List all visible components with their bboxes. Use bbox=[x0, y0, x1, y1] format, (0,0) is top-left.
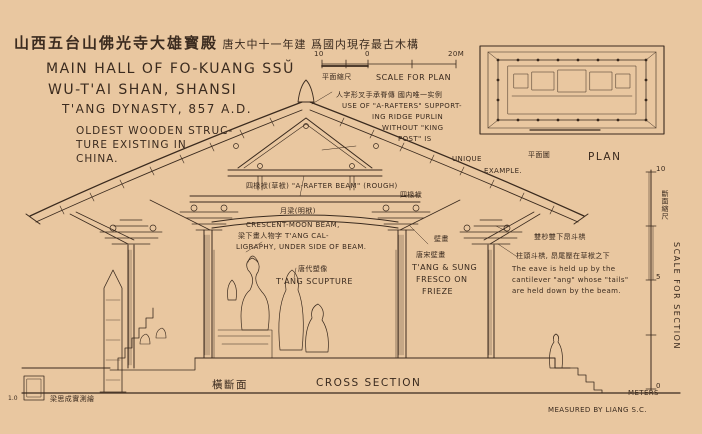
sculptures bbox=[227, 255, 329, 353]
rafters-note-en-6: EXAMPLE. bbox=[484, 167, 523, 175]
platform-floor bbox=[194, 357, 571, 369]
roof-tile-lines bbox=[59, 117, 555, 215]
bracket-sets bbox=[69, 199, 541, 245]
altar bbox=[217, 329, 273, 359]
rafters-note-en-4: POST" IS bbox=[398, 135, 432, 143]
meters-label: METERS bbox=[628, 389, 659, 397]
author-chinese: 梁思成實測繪 bbox=[50, 395, 95, 403]
title-oldest-note: OLDEST WOODEN STRUC- TURE EXISTING IN CH… bbox=[76, 125, 234, 165]
plan-label-en: PLAN bbox=[588, 151, 622, 163]
seal-frame bbox=[23, 375, 45, 401]
section-scale-tick-bot: 0 bbox=[656, 382, 661, 390]
screen-lines bbox=[213, 249, 397, 359]
roof-right-slope bbox=[309, 101, 585, 217]
sheet-number: 1.0 bbox=[8, 395, 18, 402]
stele bbox=[99, 269, 127, 393]
title-chinese: 山西五台山佛光寺大雄寳殿 唐大中十一年建 爲國内現存最古木構 bbox=[14, 36, 419, 51]
eave-note-en-1: The eave is held up by the bbox=[512, 265, 616, 273]
section-scale-label-en: SCALE FOR SECTION bbox=[672, 242, 681, 350]
leader-lines bbox=[245, 91, 517, 279]
human-figure bbox=[549, 333, 563, 369]
section-scale-ticks bbox=[645, 171, 657, 390]
crescent-beam bbox=[211, 214, 399, 229]
fresco-label-cn: 唐宋壁畫 bbox=[416, 251, 446, 259]
frieze-label-cn: 壁畫 bbox=[434, 235, 449, 243]
plan-scale-tick-right: 20M bbox=[448, 50, 465, 58]
title-dynasty: T'ANG DYNASTY, 857 A.D. bbox=[62, 102, 253, 116]
plan-scale-bar bbox=[321, 59, 457, 69]
section-scale-tick-top: 10 bbox=[656, 165, 666, 173]
seal-inner bbox=[26, 378, 42, 398]
rafters-note-en-5: UNIQUE bbox=[452, 155, 482, 163]
title-chinese-sub: 唐大中十一年建 爲國内現存最古木構 bbox=[222, 38, 420, 51]
bearing-blocks bbox=[109, 123, 511, 232]
crescent-beam-label-en-2: 梁下畫人物字 T'ANG CAL- bbox=[238, 232, 329, 240]
a-rafter-beam-label: 四椽栿(草栿) "A-RAFTER BEAM" (ROUGH) bbox=[246, 182, 398, 190]
eave-note-en-3: are held down by the beam. bbox=[512, 287, 622, 295]
title-location: WU-T'AI SHAN, SHANSI bbox=[48, 82, 238, 98]
roof-left-slope-inner bbox=[35, 109, 303, 223]
eave-tips bbox=[25, 213, 589, 225]
crescent-beam-label-en-3: LIGRAPHY, UNDER SIDE OF BEAM. bbox=[236, 243, 367, 251]
column-hatching bbox=[128, 234, 492, 366]
cross-section-label-cn: 橫斷面 bbox=[212, 379, 248, 391]
crescent-beam-label-cn: 月梁(明栿) bbox=[280, 207, 316, 215]
stele-bands bbox=[105, 299, 121, 381]
fresco-label-en-1: T'ANG & SUNG bbox=[412, 263, 478, 272]
ridge-ornament bbox=[297, 79, 315, 103]
rafters-note-en-2: ING RIDGE PURLIN bbox=[372, 113, 444, 121]
plan-label-cn: 平面圖 bbox=[528, 151, 551, 159]
section-scale-tick-mid: 5 bbox=[656, 273, 661, 281]
struts bbox=[257, 175, 355, 191]
fresco-label-en-3: FRIEZE bbox=[422, 287, 454, 296]
title-english: MAIN HALL OF FO-KUANG SSŬ bbox=[46, 61, 295, 77]
small-figures bbox=[139, 327, 167, 345]
a-rafters-inner bbox=[243, 123, 367, 169]
sculpture-label-en: T'ANG SCUPTURE bbox=[276, 277, 353, 286]
roof-right-slope-inner bbox=[309, 109, 579, 223]
plan-scale-label-cn: 平面縮尺 bbox=[322, 73, 352, 81]
bracket-label-cn: 雙杪雙下昂斗栱 bbox=[534, 233, 586, 241]
cross-section-label-en: CROSS SECTION bbox=[316, 377, 422, 389]
eave-note-en-2: cantilever "ang" whose "tails" bbox=[512, 276, 629, 284]
plan-columns bbox=[496, 58, 648, 122]
section-scale-bands bbox=[648, 171, 654, 281]
rafters-note-cn: 人字形叉手承脊傳 國内唯一实例 bbox=[336, 91, 443, 99]
beam-four-rafter bbox=[189, 195, 421, 203]
left-stairs bbox=[117, 307, 154, 371]
fresco-label-en-2: FRESCO ON bbox=[416, 275, 468, 284]
rafters-note-en-3: WITHOUT "KING bbox=[382, 124, 444, 132]
a-rafters bbox=[237, 117, 373, 169]
floor-plan bbox=[479, 45, 665, 135]
columns bbox=[127, 229, 495, 369]
eave-note-cn: 柱頭斗栱, 昂尾壓在草栿之下 bbox=[516, 252, 611, 260]
crescent-beam-label-en-1: CRESCENT-MOON BEAM, bbox=[246, 221, 340, 229]
section-scale-label-cn: 斷面縮尺 bbox=[661, 190, 669, 220]
platform-step bbox=[109, 357, 196, 371]
plan-scale-label-en: SCALE FOR PLAN bbox=[376, 73, 452, 82]
plan-scale-tick-mid: 0 bbox=[365, 50, 370, 58]
beam-label-cn: 四椽栿 bbox=[400, 191, 423, 199]
measured-by: MEASURED BY LIANG S.C. bbox=[548, 406, 647, 414]
rafters-note-en-1: USE OF "A-RAFTERS" SUPPORT- bbox=[342, 102, 462, 110]
sculpture-label-cn: 唐代塑像 bbox=[298, 265, 328, 273]
rough-beam bbox=[227, 169, 383, 177]
right-stairs bbox=[569, 367, 603, 394]
plan-scale-tick-left: 10 bbox=[314, 50, 324, 58]
title-chinese-main: 山西五台山佛光寺大雄寳殿 bbox=[14, 34, 219, 52]
roof-left-slope bbox=[29, 101, 303, 217]
